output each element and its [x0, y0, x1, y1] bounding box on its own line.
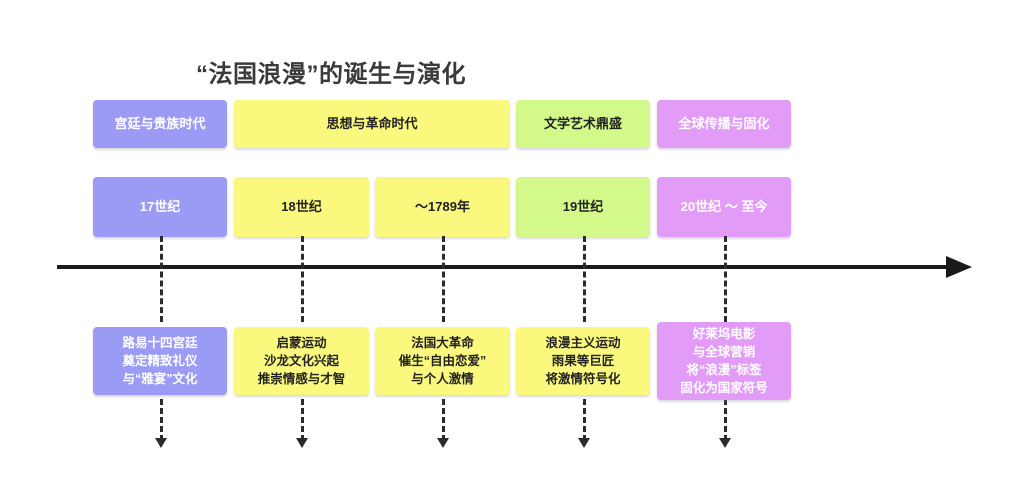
- event-text-line: 与全球营销: [692, 344, 756, 359]
- event-text-line: 浪漫主义运动: [545, 335, 621, 350]
- phase-label: 全球传播与固化: [678, 115, 770, 131]
- connector-dashed-lower-3: [442, 399, 445, 441]
- era-label: 19世纪: [562, 198, 604, 214]
- phase-box-2: 思想与革命时代: [234, 100, 510, 148]
- event-box-4: 浪漫主义运动雨果等巨匠将激情符号化: [516, 327, 650, 395]
- connector-dashed-upper-3: [442, 236, 445, 322]
- connector-dashed-upper-1: [160, 236, 163, 322]
- phase-box-3: 文学艺术鼎盛: [516, 100, 650, 148]
- era-box-4: 19世纪: [516, 177, 650, 237]
- era-label: 20世纪 ～ 至今: [680, 198, 768, 214]
- phase-label: 宫廷与贵族时代: [114, 115, 206, 131]
- event-text-line: 固化为国家符号: [680, 381, 768, 396]
- event-text-line: 推崇情感与才智: [257, 372, 346, 387]
- event-text-line: 奠定精致礼仪: [122, 353, 198, 368]
- phase-label: 思想与革命时代: [326, 115, 418, 131]
- event-box-3: 法国大革命催生“自由恋爱” 与个人激情: [375, 327, 510, 395]
- connector-dashed-upper-4: [583, 236, 586, 322]
- timeline-arrow-icon: [946, 256, 972, 278]
- era-box-5: 20世纪 ～ 至今: [657, 177, 791, 237]
- connector-arrow-icon-2: [296, 438, 308, 448]
- era-box-3: ～1789年: [375, 177, 510, 237]
- event-text-line: 与个人激情: [411, 372, 474, 387]
- event-text: 法国大革命催生“自由恋爱” 与个人激情: [381, 334, 504, 388]
- event-text-line: 与“雅宴”文化: [122, 372, 198, 387]
- event-box-1: 路易十四宫廷奠定精致礼仪与“雅宴”文化: [93, 327, 227, 395]
- era-label: 17世纪: [139, 198, 181, 214]
- connector-arrow-icon-1: [155, 438, 167, 448]
- event-text-line: 法国大革命: [411, 335, 474, 350]
- connector-arrow-icon-4: [578, 438, 590, 448]
- connector-arrow-icon-3: [437, 438, 449, 448]
- event-text: 启蒙运动沙龙文化兴起推崇情感与才智: [240, 334, 363, 388]
- event-text: 浪漫主义运动雨果等巨匠将激情符号化: [522, 334, 644, 388]
- connector-dashed-upper-5: [724, 236, 727, 322]
- connector-dashed-lower-1: [160, 399, 163, 441]
- phase-label: 文学艺术鼎盛: [543, 115, 622, 131]
- event-text-line: 将“浪漫”标签: [686, 363, 762, 377]
- phase-box-1: 宫廷与贵族时代: [93, 100, 227, 148]
- event-text-line: 启蒙运动: [276, 335, 327, 350]
- connector-dashed-lower-2: [301, 399, 304, 441]
- event-text: 好莱坞电影与全球营销将“浪漫”标签固化为国家符号: [663, 325, 785, 398]
- event-text-line: 好莱坞电影: [692, 326, 756, 341]
- connector-dashed-lower-5: [724, 399, 727, 441]
- connector-arrow-icon-5: [719, 438, 731, 448]
- era-box-2: 18世纪: [234, 177, 369, 237]
- connector-dashed-lower-4: [583, 399, 586, 441]
- era-label: ～1789年: [415, 198, 470, 214]
- connector-dashed-upper-2: [301, 236, 304, 322]
- era-label: 18世纪: [281, 198, 322, 214]
- event-box-5: 好莱坞电影与全球营销将“浪漫”标签固化为国家符号: [657, 322, 791, 400]
- phase-box-4: 全球传播与固化: [657, 100, 791, 148]
- page-title: “法国浪漫”的诞生与演化: [196, 61, 466, 88]
- event-text-line: 催生“自由恋爱”: [398, 353, 487, 368]
- event-text-line: 沙龙文化兴起: [263, 353, 339, 368]
- event-text-line: 路易十四宫廷: [122, 335, 198, 350]
- era-box-1: 17世纪: [93, 177, 227, 237]
- timeline-axis-line: [57, 265, 962, 269]
- event-text-line: 将激情符号化: [545, 372, 621, 387]
- event-text: 路易十四宫廷奠定精致礼仪与“雅宴”文化: [99, 334, 221, 388]
- event-text-line: 雨果等巨匠: [551, 353, 615, 368]
- event-box-2: 启蒙运动沙龙文化兴起推崇情感与才智: [234, 327, 369, 395]
